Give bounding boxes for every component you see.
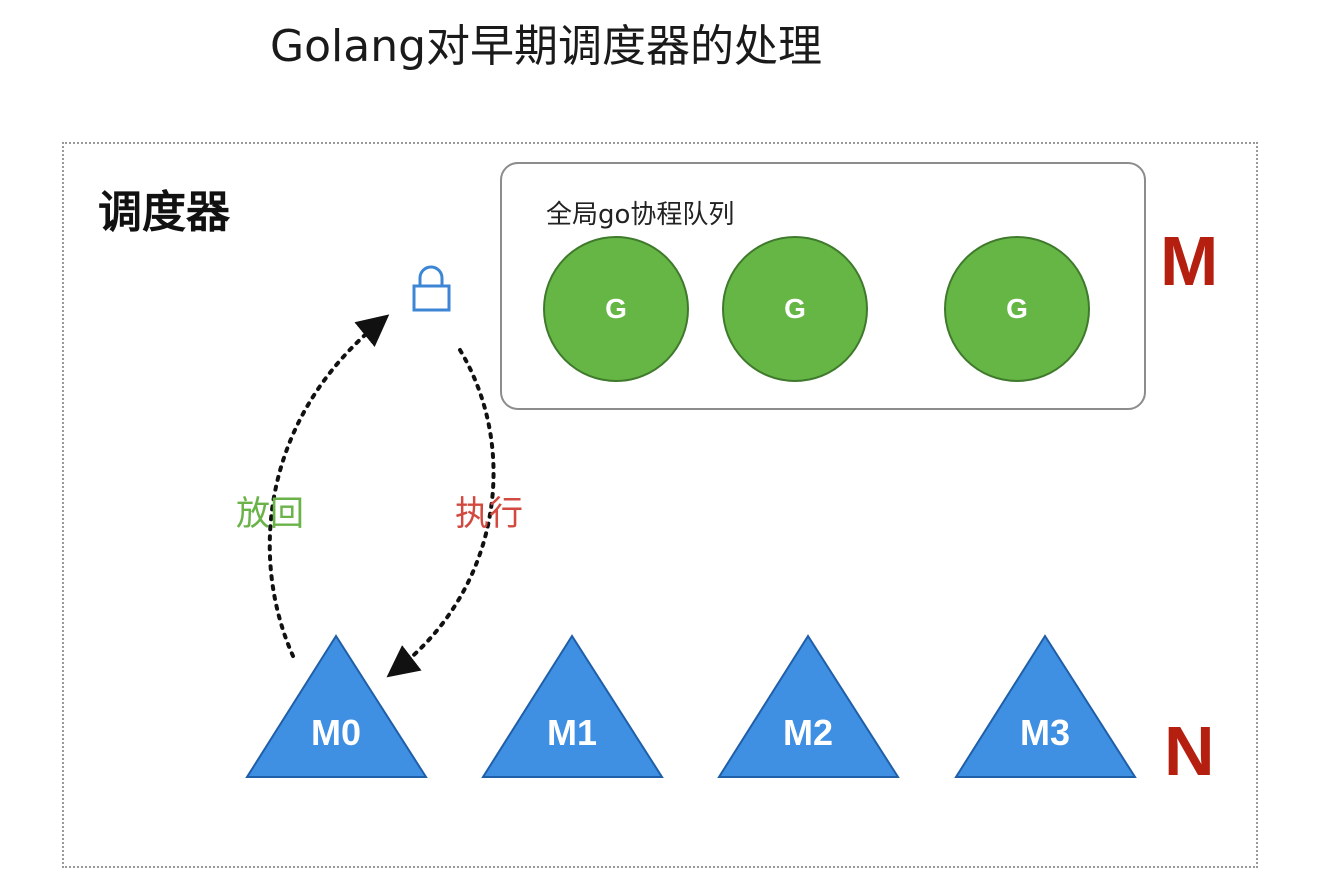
m-letter: M: [1160, 222, 1219, 300]
thread-triangle-m0: [245, 634, 428, 778]
thread-label-m2: M2: [782, 712, 833, 753]
execute-label: 执行: [455, 494, 523, 534]
goroutine-label: G: [605, 293, 627, 324]
goroutine-circle: G: [944, 236, 1090, 382]
put-back-arrow: [267, 314, 390, 658]
n-letter: N: [1164, 712, 1215, 790]
thread-triangle-m3: [954, 634, 1137, 778]
page-title: Golang对早期调度器的处理: [270, 21, 823, 72]
execute-arrow: [386, 348, 496, 678]
scheduler-frame: [62, 142, 1258, 868]
thread-triangle-m2: [717, 634, 900, 778]
scheduler-label: 调度器: [98, 187, 230, 238]
thread-label-m0: M0: [310, 712, 361, 753]
goroutine-label: G: [1006, 293, 1028, 324]
thread-label-m1: M1: [546, 712, 597, 753]
lock-icon: [412, 265, 451, 312]
goroutine-circle: G: [543, 236, 689, 382]
thread-triangle-m1: [481, 634, 664, 778]
goroutine-label: G: [784, 293, 806, 324]
global-queue-label: 全局go协程队列: [546, 200, 735, 230]
put-back-label: 放回: [236, 494, 304, 534]
thread-label-m3: M3: [1019, 712, 1070, 753]
goroutine-circle: G: [722, 236, 868, 382]
